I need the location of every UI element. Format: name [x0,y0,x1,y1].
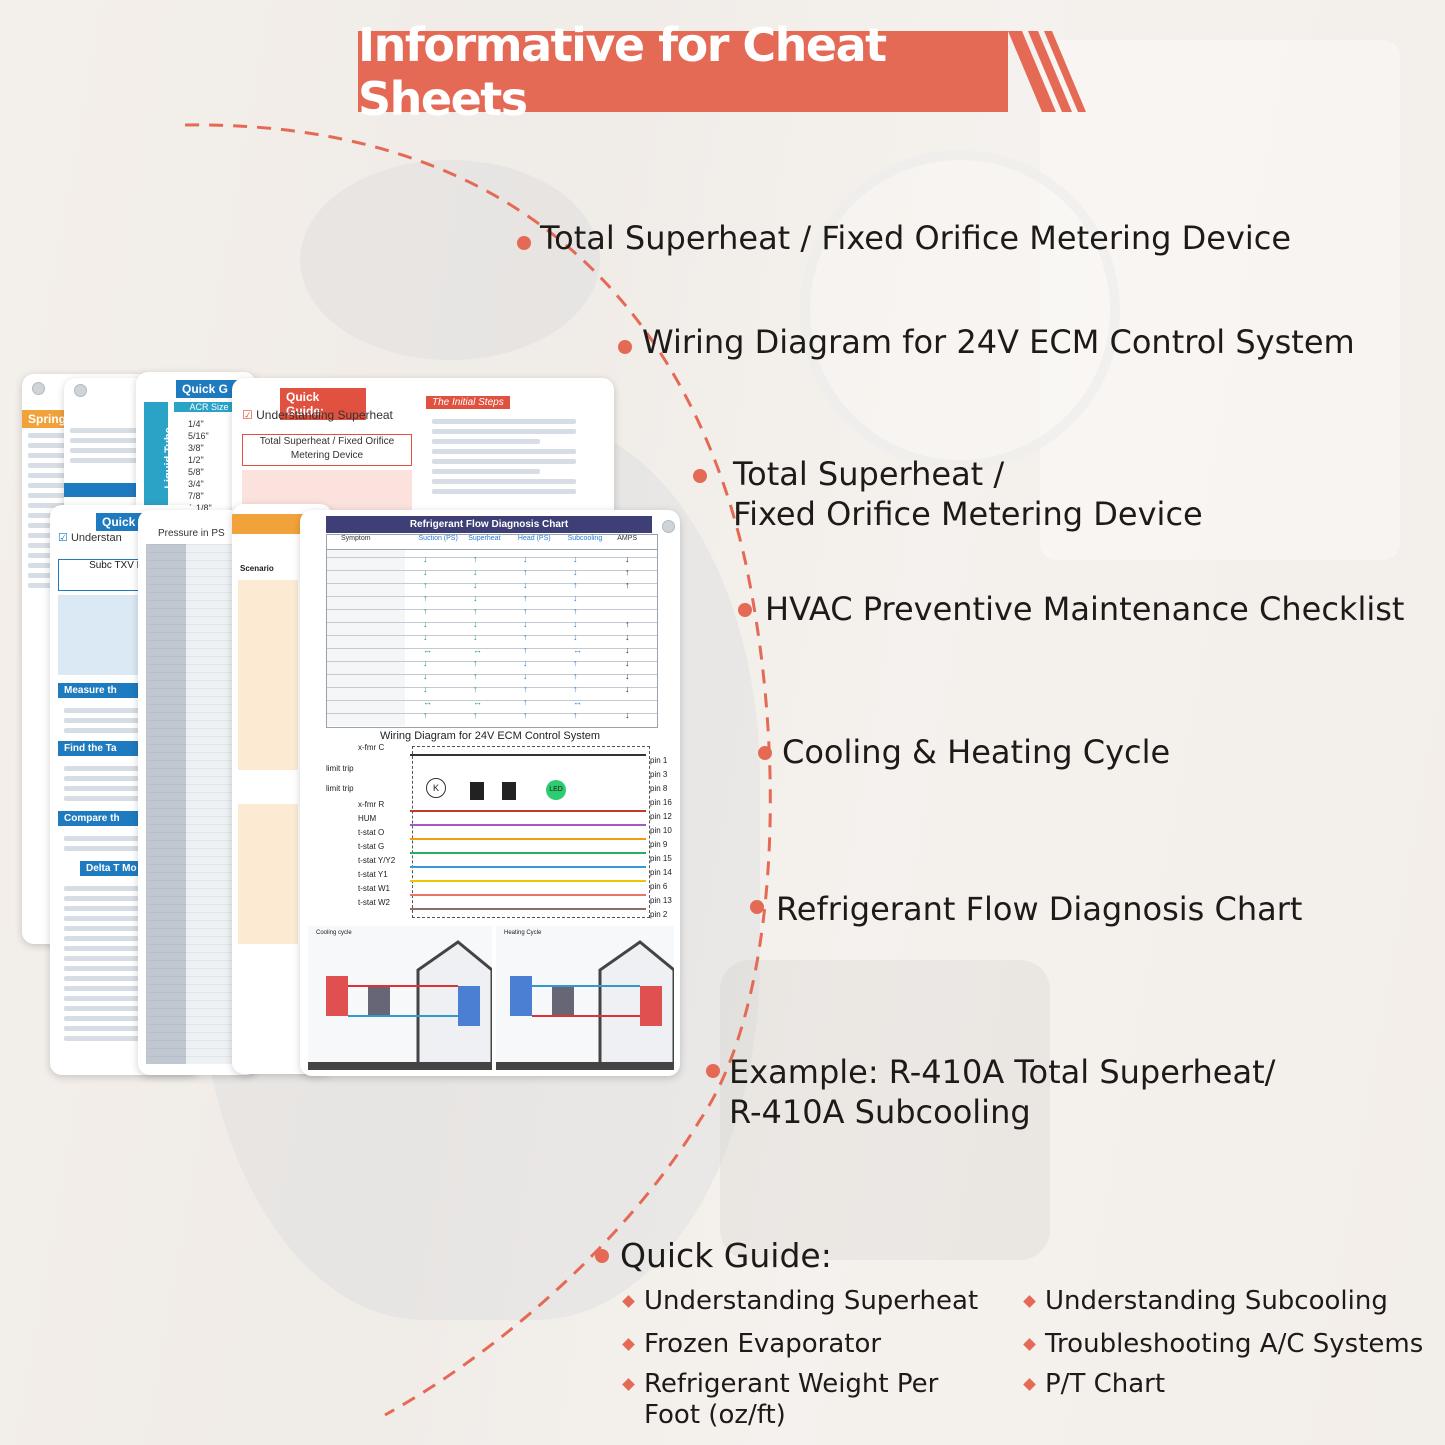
wiring-diagram-box [412,746,650,918]
liquid-tube-label: Liquid Tube [162,427,175,489]
checkbox-icon: ☑ [58,532,68,544]
feature-2: Wiring Diagram for 24V ECM Control Syste… [642,323,1355,361]
feature-7: Example: R-410A Total Superheat/ R-410A … [729,1053,1276,1131]
quick-guide-item: P/T Chart [1023,1369,1165,1400]
feature-6: Refrigerant Flow Diagnosis Chart [776,890,1303,928]
flow-chart-grid: Symptom Suction (PS) Superheat Head (PS)… [326,534,658,728]
led-indicator: LED [546,780,566,800]
flow-chart-title: Refrigerant Flow Diagnosis Chart [326,516,652,533]
feature-1: Total Superheat / Fixed Orifice Metering… [540,219,1292,257]
quick-guide-item: Troubleshooting A/C Systems [1023,1329,1423,1360]
wiring-diagram-title: Wiring Diagram for 24V ECM Control Syste… [379,730,601,742]
feature-5: Cooling & Heating Cycle [782,733,1171,771]
banner-title: Informative for Cheat Sheets [358,17,887,126]
checkbox-icon: ☑ [242,408,253,422]
quick-guide-item: Understanding Superheat [622,1286,978,1317]
banner-stripes [1008,31,1086,112]
spring-header: Spring [22,410,74,428]
quick-guide-title: Quick Guide: [620,1236,832,1275]
cheat-sheet-front: Refrigerant Flow Diagnosis Chart Symptom… [300,510,680,1076]
heating-cycle-diagram: Heating Cycle [496,926,674,1070]
cooling-cycle-diagram: Cooling cycle [308,926,492,1070]
quick-guide-item: Refrigerant Weight Per Foot (oz/ft) [622,1369,954,1431]
feature-3: Total Superheat / Fixed Orifice Metering… [733,455,1203,533]
quick-guide-item: Frozen Evaporator [622,1329,881,1360]
quick-guide-item: Understanding Subcooling [1023,1286,1388,1317]
title-banner: Informative for Cheat Sheets [358,18,1008,126]
feature-4: HVAC Preventive Maintenance Checklist [765,590,1405,628]
